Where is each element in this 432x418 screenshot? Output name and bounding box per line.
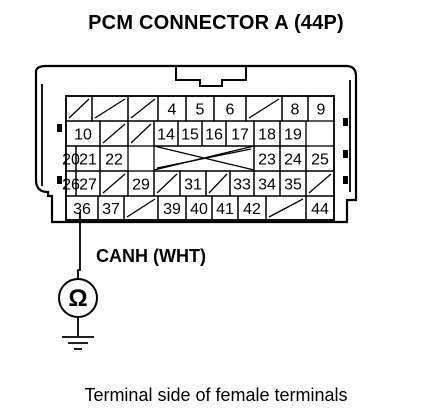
- terminal-r5-c9-label: 44: [311, 201, 329, 218]
- ground-symbol: [62, 336, 94, 350]
- terminal-r4-c8-label: 33: [233, 177, 251, 194]
- terminal-r3-c1-label: 20: [62, 152, 80, 169]
- ohmmeter-symbol: Ω: [58, 278, 98, 318]
- housing-key-marks: [57, 118, 348, 184]
- terminal-r2-c9-label: 19: [284, 127, 302, 144]
- terminal-r5-c2-label: 37: [102, 201, 120, 218]
- terminal-r2-c4-label: 14: [157, 127, 175, 144]
- blank-area-cross: [153, 145, 255, 171]
- terminal-r1-c9-label: 9: [317, 102, 326, 119]
- diagram-caption: Terminal side of female terminals: [84, 385, 348, 405]
- terminal-r3-c3-label: 22: [105, 152, 123, 169]
- terminal-r5-c4-label: 39: [163, 201, 181, 218]
- terminal-r3-c6-label: 23: [258, 152, 276, 169]
- terminal-r5-c1-label: 36: [73, 201, 91, 218]
- probe-wire: [77, 212, 81, 336]
- terminal-r1-c6-label: 6: [226, 102, 235, 119]
- terminal-r4-c3-unused-slash: [102, 173, 126, 194]
- terminal-r3-c8-label: 25: [311, 152, 329, 169]
- terminal-r2-c3-unused-slash: [130, 123, 152, 144]
- terminal-r1-c9-box: [307, 95, 335, 122]
- terminal-r4-c11-unused-slash: [308, 173, 332, 194]
- terminal-r5-c6-label: 41: [216, 201, 234, 218]
- svg-text:Ω: Ω: [68, 285, 87, 312]
- terminal-r1-c5-label: 5: [196, 102, 205, 119]
- terminal-r1-c7-unused-slash: [248, 98, 280, 119]
- terminal-r1-c3-unused-slash: [130, 98, 156, 119]
- terminal-r2-c5-label: 15: [181, 127, 199, 144]
- terminal-r1-c4-label: 4: [168, 102, 177, 119]
- terminal-r5-c9-box: [305, 195, 335, 221]
- diagram-title: PCM CONNECTOR A (44P): [88, 12, 344, 34]
- terminal-r2-c1-label: 10: [74, 127, 92, 144]
- terminal-r4-c1-label: 26: [62, 177, 80, 194]
- terminal-r4-c10-label: 35: [284, 177, 302, 194]
- terminal-r3-c2-label: 21: [79, 152, 97, 169]
- terminal-r4-c5-unused-slash: [156, 173, 178, 194]
- probe-label: CANH (WHT): [96, 246, 206, 266]
- terminal-r5-c7-label: 42: [243, 201, 261, 218]
- terminal-r1-c8-label: 8: [291, 102, 300, 119]
- terminal-r4-c2-label: 27: [79, 177, 97, 194]
- terminal-r5-c3-unused-slash: [126, 198, 156, 218]
- terminal-r3-c7-label: 24: [284, 152, 302, 169]
- terminal-r2-c8-label: 18: [258, 127, 276, 144]
- terminal-r2-c2-unused-slash: [102, 123, 126, 144]
- terminal-r4-c4-label: 29: [132, 177, 150, 194]
- terminal-r1-c1-unused-slash: [68, 98, 90, 119]
- terminal-r5-c5-label: 40: [190, 201, 208, 218]
- terminal-r4-c7-unused-slash: [208, 173, 228, 194]
- terminal-r4-c6-label: 31: [184, 177, 202, 194]
- connector-housing: [34, 64, 358, 224]
- terminal-r2-c7-label: 17: [231, 127, 249, 144]
- terminal-r5-c8-unused-slash: [268, 198, 304, 218]
- terminal-r2-c6-label: 16: [205, 127, 223, 144]
- terminal-r4-c9-label: 34: [258, 177, 276, 194]
- terminal-r1-c2-unused-slash: [94, 98, 126, 119]
